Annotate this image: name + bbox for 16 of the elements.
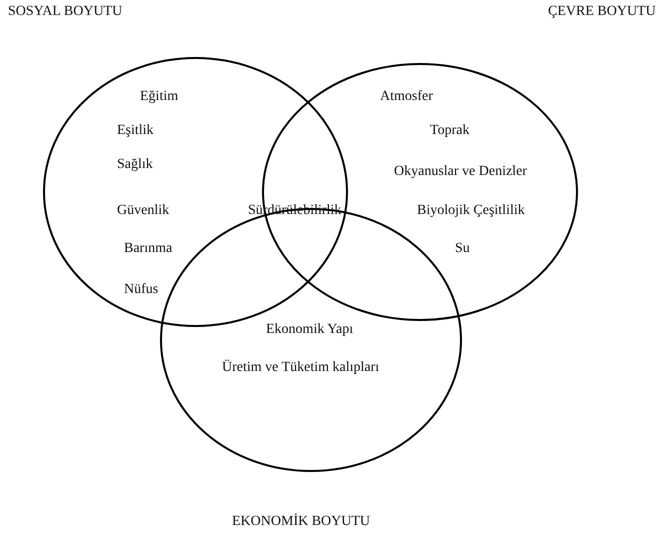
item-text: Eşitlik: [117, 123, 154, 139]
item-text: Su: [455, 241, 470, 257]
item-text: Ekonomik Yapı: [266, 322, 354, 338]
item-text: Eğitim: [140, 89, 178, 105]
dimension-heading: SOSYAL BOYUTU: [8, 4, 122, 20]
item-text: Toprak: [430, 123, 470, 139]
item-text: Barınma: [124, 241, 172, 257]
item-text: Sağlık: [117, 157, 153, 173]
item-text: Atmosfer: [380, 89, 433, 105]
item-text: Üretim ve Tüketim kalıpları: [222, 360, 380, 376]
item-text: Güvenlik: [117, 203, 170, 219]
item-text: Okyanuslar ve Denizler: [394, 164, 527, 180]
item-text: Nüfus: [124, 282, 158, 298]
dimension-heading: EKONOMİK BOYUTU: [232, 514, 370, 530]
item-text: Biyolojik Çeşitlilik: [417, 203, 525, 219]
dimension-heading: ÇEVRE BOYUTU: [548, 4, 656, 20]
